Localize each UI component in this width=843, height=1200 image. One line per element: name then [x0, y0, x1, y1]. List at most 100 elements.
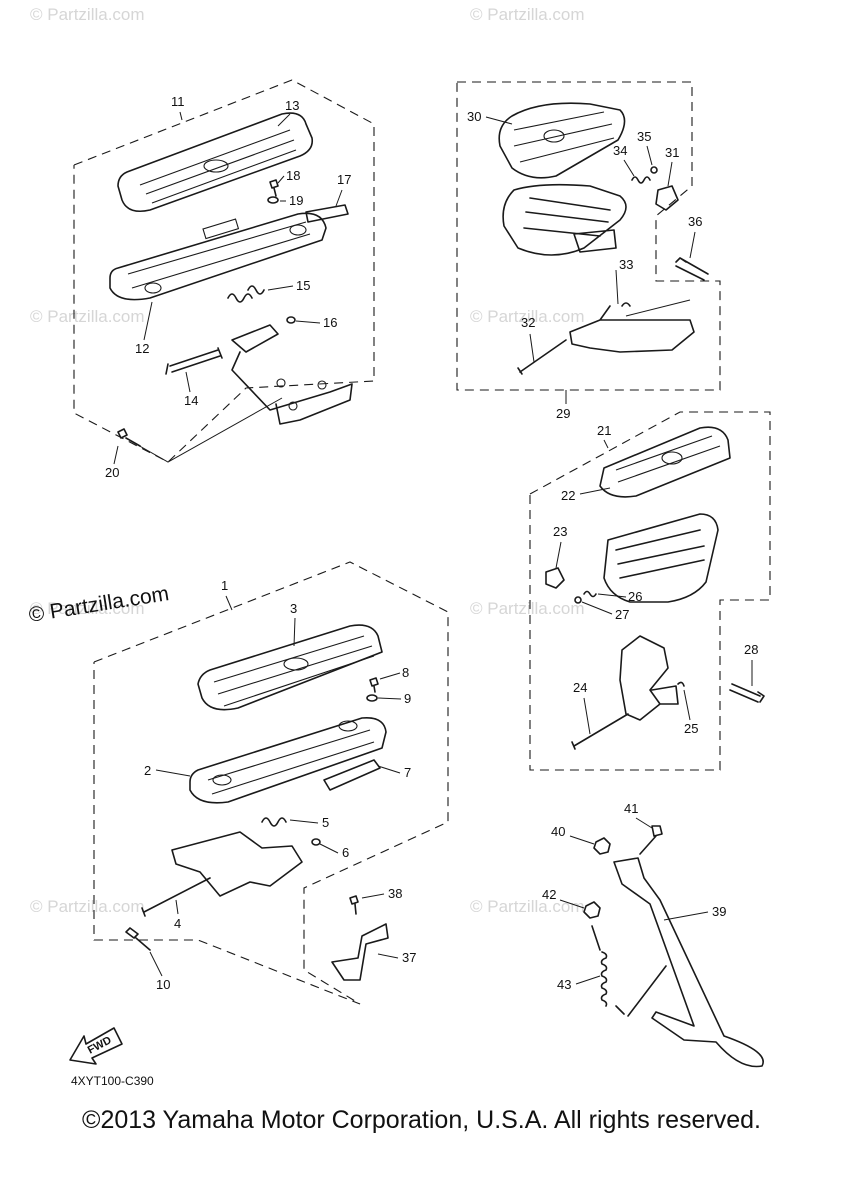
part-26-spring	[583, 590, 597, 598]
part-4-bolt	[141, 877, 211, 917]
callout-41: 41	[624, 801, 638, 816]
callouts: 11 13 18 19 17 15 16 12 14 20 30 35 34 3…	[105, 94, 758, 992]
part-16-pin	[286, 316, 296, 324]
callout-34: 34	[613, 143, 627, 158]
part-42-nut	[583, 901, 601, 919]
callout-39: 39	[712, 904, 726, 919]
part-23-plate	[545, 567, 565, 589]
callout-22: 22	[561, 488, 575, 503]
part-43-spring	[591, 925, 667, 1017]
part-31-plate	[655, 185, 679, 211]
watermark-text: © Partzilla.com	[470, 5, 585, 24]
callout-8: 8	[402, 665, 409, 680]
callout-31: 31	[665, 145, 679, 160]
callout-16: 16	[323, 315, 337, 330]
watermark-text: © Partzilla.com	[30, 897, 145, 916]
part-3-floorboard-cover	[197, 624, 383, 711]
group-29-passenger-board	[456, 81, 721, 391]
callout-15: 15	[296, 278, 310, 293]
fwd-arrow-icon: FWD	[69, 1027, 123, 1065]
board-bracket	[619, 635, 679, 721]
part-40-nut	[593, 837, 611, 855]
callout-30: 30	[467, 109, 481, 124]
callout-21: 21	[597, 423, 611, 438]
callout-28: 28	[744, 642, 758, 657]
watermark-text: © Partzilla.com	[30, 307, 145, 326]
part-15-spring	[227, 285, 265, 303]
bracket-arm	[171, 831, 303, 897]
callout-13: 13	[285, 98, 299, 113]
callout-25: 25	[684, 721, 698, 736]
part-25-clip	[677, 681, 685, 687]
part-37-lever	[331, 923, 389, 981]
part-24-pin	[571, 713, 629, 750]
board-base	[603, 513, 719, 603]
callout-19: 19	[289, 193, 303, 208]
callout-11: 11	[171, 94, 185, 109]
callout-32: 32	[521, 315, 535, 330]
part-10-bolt	[125, 927, 151, 951]
callout-10: 10	[156, 977, 170, 992]
callout-6: 6	[342, 845, 349, 860]
board-base	[502, 183, 627, 256]
part-22-board-cover	[599, 426, 731, 498]
watermark-text: © Partzilla.com	[30, 5, 145, 24]
callout-38: 38	[388, 886, 402, 901]
callout-37: 37	[402, 950, 416, 965]
callout-5: 5	[322, 815, 329, 830]
part-7-bracket	[323, 759, 381, 791]
watermark-text: © Partzilla.com	[470, 599, 585, 618]
callout-36: 36	[688, 214, 702, 229]
watermark-text: © Partzilla.com	[470, 307, 585, 326]
part-6-pin	[311, 838, 321, 846]
group-39-sidestand	[583, 825, 764, 1068]
partzilla-watermark: © Partzilla.com	[27, 582, 170, 627]
part-8-screw	[369, 677, 379, 693]
group-21-passenger-board	[529, 411, 771, 771]
part-19-washer	[267, 196, 279, 204]
diagram-code: 4XYT100-C390	[71, 1074, 154, 1088]
callout-7: 7	[404, 765, 411, 780]
part-36-bolt	[675, 257, 709, 281]
board-bracket	[569, 305, 695, 353]
callout-1: 1	[221, 578, 228, 593]
callout-14: 14	[184, 393, 198, 408]
callout-33: 33	[619, 257, 633, 272]
callout-17: 17	[337, 172, 351, 187]
watermark-text: © Partzilla.com	[470, 897, 585, 916]
callout-23: 23	[553, 524, 567, 539]
callout-20: 20	[105, 465, 119, 480]
callout-35: 35	[637, 129, 651, 144]
callout-27: 27	[615, 607, 629, 622]
group-1-floorboard-assembly	[93, 561, 449, 1005]
callout-29: 29	[556, 406, 570, 421]
part-27-ball	[574, 596, 582, 604]
part-12-floorboard-base	[109, 212, 327, 301]
copyright-notice: ©2013 Yamaha Motor Corporation, U.S.A. A…	[82, 1106, 761, 1134]
faint-watermarks: © Partzilla.com © Partzilla.com © Partzi…	[30, 5, 585, 916]
callout-4: 4	[174, 916, 181, 931]
callout-43: 43	[557, 977, 571, 992]
group-11-floorboard-assembly	[73, 79, 375, 463]
part-20-bolt	[117, 428, 141, 447]
callout-9: 9	[404, 691, 411, 706]
part-39-sidestand	[613, 857, 764, 1068]
callout-18: 18	[286, 168, 300, 183]
callout-3: 3	[290, 601, 297, 616]
callout-24: 24	[573, 680, 587, 695]
callout-12: 12	[135, 341, 149, 356]
callout-2: 2	[144, 763, 151, 778]
part-38-bolt	[349, 895, 359, 915]
part-9-washer	[366, 694, 378, 702]
part-13-floorboard-cover	[117, 112, 314, 213]
fwd-label: FWD	[86, 1034, 114, 1056]
bracket-arm	[231, 324, 353, 425]
part-34-spring	[631, 176, 651, 184]
callout-26: 26	[628, 589, 642, 604]
part-28-bolt	[729, 683, 765, 703]
part-41-bolt	[639, 825, 663, 855]
part-18-screw	[269, 179, 279, 197]
part-14-bolt	[165, 347, 223, 375]
